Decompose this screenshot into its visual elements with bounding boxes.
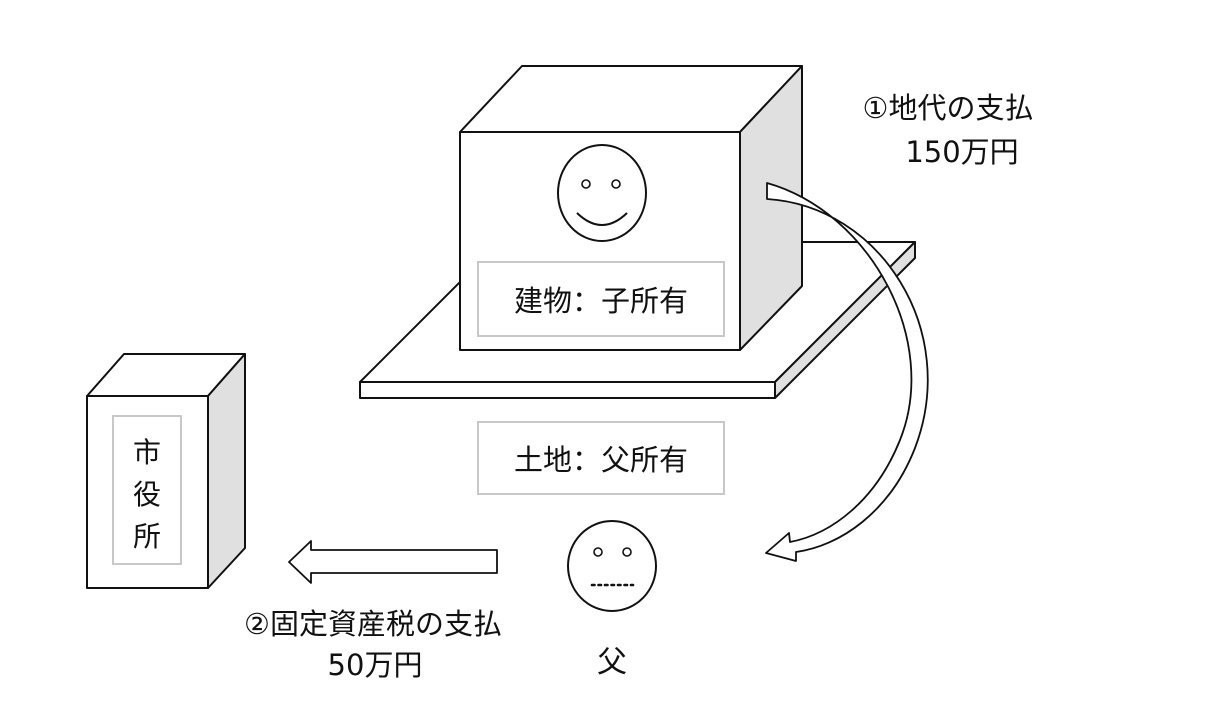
child-smiley-icon: [557, 144, 647, 242]
building-owner-text: 建物：子所有: [514, 284, 688, 318]
city-hall-char-2: 役: [133, 478, 161, 511]
tax-payment-label: ②固定資産税の支払: [244, 607, 502, 641]
tax-payment-amount: 50万円: [328, 648, 423, 682]
land-owner-text: 土地：父所有: [514, 443, 688, 477]
land-owner-label: 土地：父所有: [477, 421, 725, 495]
father-label: 父: [597, 645, 627, 680]
rent-payment-arrow: [765, 182, 929, 562]
father-smiley-icon: [567, 520, 657, 612]
building-owner-label: 建物：子所有: [477, 261, 725, 337]
tax-payment-arrow: [288, 540, 498, 584]
city-hall-label: 市 役 所: [112, 415, 182, 565]
city-hall-char-1: 市: [133, 436, 161, 469]
rent-payment-label: ①地代の支払: [863, 91, 1034, 125]
rent-payment-amount: 150万円: [905, 135, 1018, 169]
city-hall-char-3: 所: [133, 520, 161, 553]
